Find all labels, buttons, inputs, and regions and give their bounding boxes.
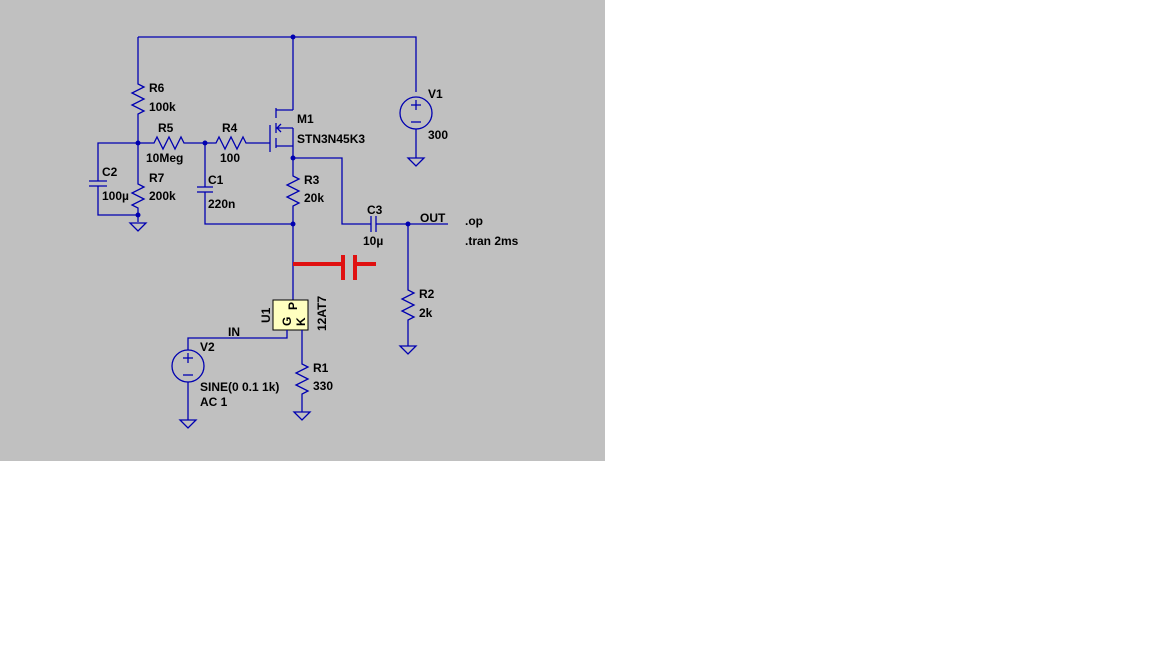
v1-value: 300 <box>428 128 448 142</box>
junction-dot <box>135 212 141 218</box>
ground-icon <box>292 411 312 421</box>
c2-name: C2 <box>102 165 118 179</box>
c3-name: C3 <box>367 203 383 217</box>
r2-name: R2 <box>419 287 435 301</box>
tube-u1[interactable] <box>272 299 309 331</box>
u1-pin-p: P <box>286 302 300 310</box>
r3-value: 20k <box>304 191 324 205</box>
wire <box>293 157 371 225</box>
wire <box>97 186 138 216</box>
v2-name: V2 <box>200 340 215 354</box>
r2-value: 2k <box>419 306 433 320</box>
in-net-label: IN <box>228 325 240 339</box>
r4-name: R4 <box>222 121 238 135</box>
r3-name: R3 <box>304 173 320 187</box>
schematic-canvas[interactable] <box>0 0 605 461</box>
wire <box>204 192 293 225</box>
u1-value: 12AT7 <box>315 296 329 331</box>
c1-value: 220n <box>208 197 235 211</box>
junction-dot <box>290 34 296 40</box>
c2-value: 100µ <box>102 189 129 203</box>
c1-name: C1 <box>208 173 224 187</box>
v1-name: V1 <box>428 87 443 101</box>
resistor-r2[interactable] <box>400 286 416 324</box>
r6-name: R6 <box>149 81 165 95</box>
r1-value: 330 <box>313 379 333 393</box>
top-rail-wire <box>138 36 417 92</box>
resistor-r6[interactable] <box>130 80 146 118</box>
op-directive[interactable]: .op <box>465 214 483 228</box>
tran-directive[interactable]: .tran 2ms <box>465 234 519 248</box>
ground-icon <box>178 419 198 429</box>
ground-icon <box>128 222 148 232</box>
junction-dot <box>290 221 296 227</box>
resistor-r3[interactable] <box>285 172 301 210</box>
ground-icon <box>398 345 418 355</box>
m1-value: STN3N45K3 <box>297 132 365 146</box>
resistor-r1[interactable] <box>294 360 310 398</box>
ground-icon <box>406 157 426 167</box>
u1-pin-k: K <box>294 317 308 326</box>
r7-value: 200k <box>149 189 176 203</box>
wire <box>187 330 288 350</box>
r5-value: 10Meg <box>146 151 183 165</box>
mosfet-arrow-icon <box>276 123 282 133</box>
resistor-r4[interactable] <box>212 135 250 151</box>
c3-value: 10µ <box>363 234 383 248</box>
v2-value-1: SINE(0 0.1 1k) <box>200 380 279 394</box>
r1-name: R1 <box>313 361 329 375</box>
r5-name: R5 <box>158 121 174 135</box>
resistor-r7[interactable] <box>130 180 146 212</box>
wire <box>97 142 138 181</box>
out-net-label: OUT <box>420 211 446 225</box>
resistor-r5[interactable] <box>150 135 188 151</box>
r6-value: 100k <box>149 100 176 114</box>
m1-name: M1 <box>297 112 314 126</box>
r4-value: 100 <box>220 151 240 165</box>
u1-name: U1 <box>259 307 273 323</box>
v2-value-2: AC 1 <box>200 395 228 409</box>
u1-pin-g: G <box>280 317 294 326</box>
r7-name: R7 <box>149 171 165 185</box>
